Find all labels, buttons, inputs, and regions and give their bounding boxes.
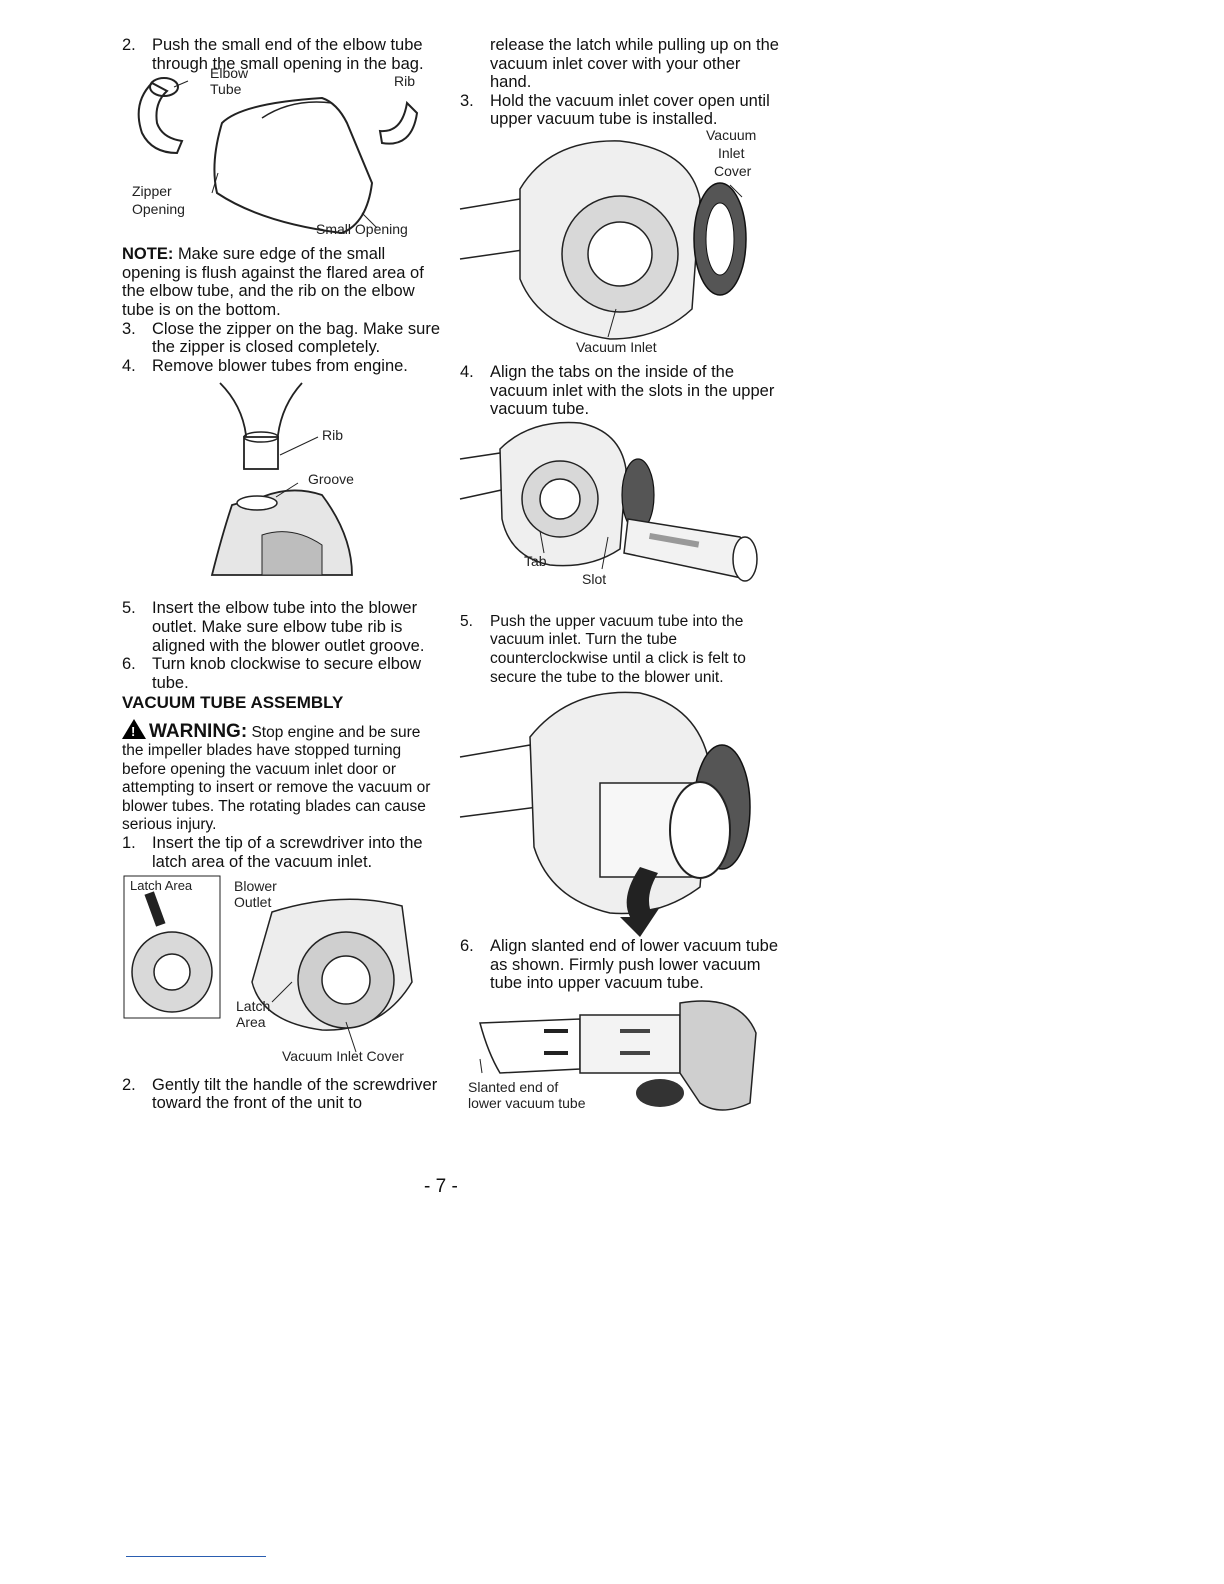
label-outlet: Outlet [234, 893, 272, 910]
bag-elbow-figure: Elbow Tube Rib Zipper Opening Small Open… [122, 65, 442, 245]
label-vacuum-inlet-cover: Vacuum Inlet Cover [282, 1047, 404, 1064]
tab-slot-illustration [459, 421, 758, 582]
section-heading: VACUUM TUBE ASSEMBLY [122, 693, 344, 713]
tab-slot-figure: Tab Slot [459, 419, 780, 613]
note-text: Make sure edge of the small opening is f… [122, 245, 424, 319]
label-slanted-1: Slanted end of [468, 1078, 559, 1095]
label-slot: Slot [582, 570, 607, 587]
label-small-opening: Small Opening [316, 221, 408, 238]
label-elbow: Elbow [210, 65, 249, 82]
step-2-tilt: 2. Gently tilt the handle of the screwdr… [122, 1075, 438, 1113]
blower-inlet-illustration [459, 140, 747, 340]
step-2-elbow: 2. Push the small end of the elbow tube … [122, 36, 424, 73]
label-opening: Opening [132, 201, 185, 218]
elbow-outlet-illustration [210, 382, 353, 577]
step-3-zipper: 3. Close the zipper on the bag. Make sur… [122, 319, 441, 357]
label-vacuum: Vacuum [706, 126, 757, 143]
note-block: NOTE: Make sure edge of the small openin… [122, 245, 424, 319]
label-latch-area-box: Latch Area [130, 877, 193, 893]
label-area: Area [236, 1013, 266, 1030]
step-continued: release the latch while pulling up on th… [490, 36, 779, 92]
page-number: - 7 - [424, 1176, 458, 1197]
right-column: release the latch while pulling up on th… [459, 36, 780, 1123]
left-column: 2. Push the small end of the elbow tube … [122, 36, 442, 1113]
label-inlet: Inlet [718, 144, 745, 161]
label-rib-2: Rib [322, 427, 344, 444]
label-blower: Blower [234, 877, 277, 894]
step-text: Push the small end of the elbow tube thr… [152, 36, 424, 73]
warning-block: !WARNING: Stop engine and be sure the im… [122, 718, 431, 833]
latch-area-figure: Latch Area Blower Outlet Latch Area Vacu… [122, 872, 442, 1072]
step-4-align: 4. Align the tabs on the inside of the v… [460, 362, 775, 419]
label-rib: Rib [394, 73, 416, 90]
step-6-knob: 6. Turn knob clockwise to secure elbow t… [122, 655, 422, 692]
step-6-slanted: 6. Align slanted end of lower vacuum tub… [460, 937, 779, 993]
latch-illustration [123, 875, 413, 1052]
label-cover: Cover [714, 162, 752, 179]
step-1-screwdriver: 1. Insert the tip of a screwdriver into … [122, 834, 423, 871]
lower-tube-figure: Slanted end of lower vacuum tube [460, 993, 780, 1123]
label-vacuum-inlet: Vacuum Inlet [576, 338, 657, 355]
lower-tube-illustration [479, 1000, 757, 1111]
label-zipper: Zipper [132, 183, 172, 200]
bag-illustration [137, 77, 419, 235]
label-tube: Tube [210, 81, 242, 98]
step-4-remove: 4. Remove blower tubes from engine. [122, 356, 408, 375]
label-tab: Tab [524, 552, 547, 569]
rib-groove-figure: Rib Groove [122, 375, 442, 595]
vacuum-inlet-figure: Vacuum Inlet Cover Vacuum Inlet [459, 126, 780, 357]
step-5-insert: 5. Insert the elbow tube into the blower… [122, 599, 425, 655]
twist-tube-figure [459, 687, 780, 938]
twist-tube-illustration [459, 691, 751, 938]
step-5-push: 5. Push the upper vacuum tube into the v… [460, 612, 746, 686]
label-latch: Latch [236, 997, 271, 1014]
label-groove: Groove [308, 471, 354, 488]
label-slanted-2: lower vacuum tube [468, 1094, 586, 1111]
step-3-hold: 3. Hold the vacuum inlet cover open unti… [460, 91, 770, 129]
footer-rule [126, 1556, 266, 1557]
warning-icon: ! [122, 718, 146, 739]
